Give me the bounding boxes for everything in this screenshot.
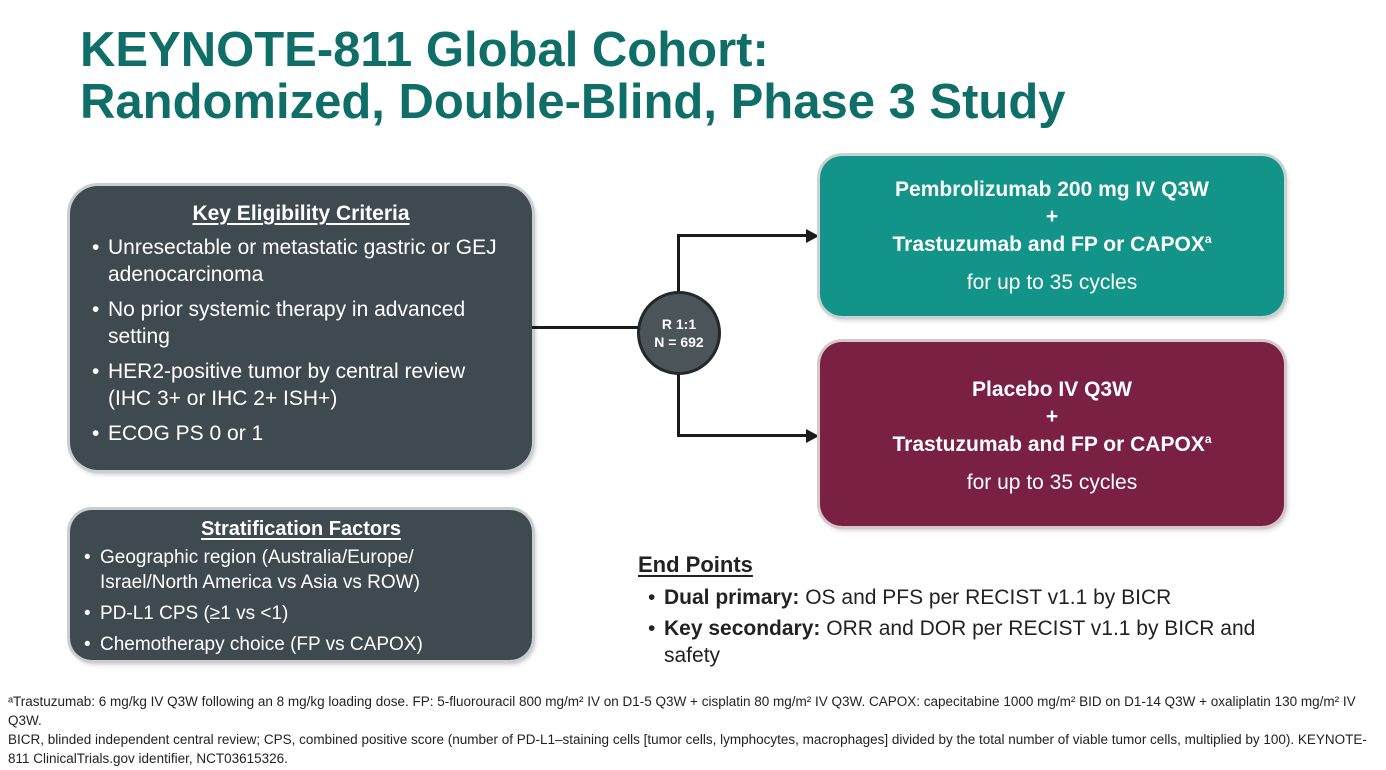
footnote-abbreviations: BICR, blinded independent central review…	[8, 732, 1367, 766]
connector-vertical-lower	[677, 373, 680, 436]
arm1-duration: for up to 35 cycles	[966, 271, 1138, 294]
eligibility-item: No prior systemic therapy in advanced se…	[92, 296, 514, 350]
footnotes: ᵃTrastuzumab: 6 mg/kg IV Q3W following a…	[8, 692, 1378, 768]
arm2-plus: +	[1045, 405, 1059, 428]
stratification-item: PD-L1 CPS (≥1 vs <1)	[84, 601, 514, 626]
arm2-combination-text: Trastuzumab and FP or CAPOX	[892, 433, 1205, 456]
randomization-ratio: R 1:1	[661, 316, 697, 332]
treatment-arm-pembrolizumab: Pembrolizumab 200 mg IV Q3W + Trastuzuma…	[820, 156, 1284, 316]
eligibility-item: HER2-positive tumor by central review (I…	[92, 358, 514, 412]
end-point-item: Dual primary: OS and PFS per RECIST v1.1…	[648, 584, 1278, 611]
end-point-label: Key secondary:	[664, 617, 821, 640]
arm2-combination: Trastuzumab and FP or CAPOXa	[820, 432, 1284, 457]
connector-to-arm2	[677, 434, 807, 437]
eligibility-item: Unresectable or metastatic gastric or GE…	[92, 234, 514, 288]
footnote-regimens: ᵃTrastuzumab: 6 mg/kg IV Q3W following a…	[8, 694, 1356, 728]
end-points-section: End Points Dual primary: OS and PFS per …	[638, 552, 1278, 673]
stratification-list: Geographic region (Australia/Europe/ Isr…	[70, 545, 532, 657]
arm1-regimen: Pembrolizumab 200 mg IV Q3W	[895, 178, 1209, 201]
slide-title-line1: KEYNOTE-811 Global Cohort:	[80, 23, 769, 77]
eligibility-list: Unresectable or metastatic gastric or GE…	[70, 234, 532, 447]
randomization-n: N = 692	[654, 334, 704, 350]
arm2-regimen: Placebo IV Q3W	[972, 378, 1132, 401]
eligibility-criteria-box: Key Eligibility Criteria Unresectable or…	[70, 186, 532, 470]
eligibility-heading: Key Eligibility Criteria	[192, 202, 410, 225]
arrowhead-arm1-icon	[806, 229, 819, 243]
stratification-heading: Stratification Factors	[200, 518, 402, 540]
end-points-heading: End Points	[638, 552, 753, 577]
arm1-plus: +	[1045, 205, 1059, 228]
connector-to-arm1	[677, 234, 807, 237]
arm1-combination-text: Trastuzumab and FP or CAPOX	[892, 233, 1205, 256]
arm1-footnote-mark: a	[1204, 232, 1212, 246]
arrowhead-arm2-icon	[806, 429, 819, 443]
arm1-combination: Trastuzumab and FP or CAPOXa	[820, 232, 1284, 257]
treatment-arm-placebo: Placebo IV Q3W + Trastuzumab and FP or C…	[820, 342, 1284, 526]
arm2-footnote-mark: a	[1204, 432, 1212, 446]
end-point-item: Key secondary: ORR and DOR per RECIST v1…	[648, 615, 1278, 669]
arm2-duration: for up to 35 cycles	[966, 471, 1138, 494]
end-points-list: Dual primary: OS and PFS per RECIST v1.1…	[638, 584, 1278, 669]
slide-title-line2: Randomized, Double-Blind, Phase 3 Study	[80, 75, 1066, 129]
connector-vertical-upper	[677, 234, 680, 293]
end-point-text: OS and PFS per RECIST v1.1 by BICR	[799, 586, 1172, 609]
end-point-label: Dual primary:	[664, 586, 800, 609]
stratification-item: Geographic region (Australia/Europe/ Isr…	[84, 545, 514, 595]
eligibility-item: ECOG PS 0 or 1	[92, 420, 514, 447]
connector-eligibility-to-randomization	[532, 326, 640, 329]
stratification-item: Chemotherapy choice (FP vs CAPOX)	[84, 632, 514, 657]
stratification-factors-box: Stratification Factors Geographic region…	[70, 510, 532, 660]
slide-title: KEYNOTE-811 Global Cohort: Randomized, D…	[80, 24, 1330, 128]
end-point-text: ORR and DOR per RECIST v1.1 by BICR and …	[664, 617, 1256, 667]
randomization-node: R 1:1 N = 692	[637, 291, 721, 375]
